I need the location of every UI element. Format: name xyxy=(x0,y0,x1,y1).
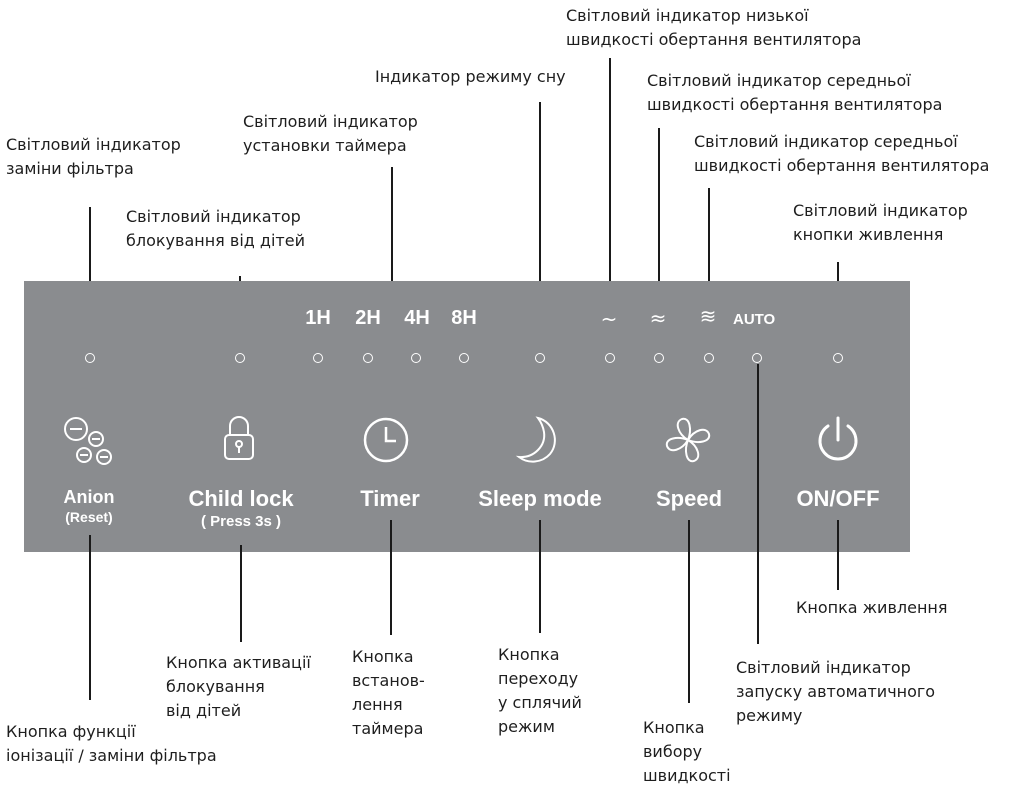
leader-high-speed-led xyxy=(708,188,710,308)
child-lock-label: Child lock xyxy=(188,486,294,511)
timer-level-2h: 2H xyxy=(355,307,381,329)
annotation-anion-button: Кнопка функції іонізації / заміни фільтр… xyxy=(6,722,217,765)
mid-speed-led xyxy=(654,353,664,363)
leader-filter-led xyxy=(89,207,91,321)
leader-low-speed-led xyxy=(609,58,611,318)
fan-icon xyxy=(665,417,711,463)
leader-power-button xyxy=(837,520,839,590)
filter-led xyxy=(85,353,95,363)
power-label: ON/OFF xyxy=(796,486,880,511)
speed-label: Speed xyxy=(655,486,723,511)
leader-speed-button xyxy=(688,520,690,703)
low-speed-led xyxy=(605,353,615,363)
annotation-power-led: Світловий індикатор кнопки живлення xyxy=(793,201,968,244)
leader-child-lock-button xyxy=(240,545,242,642)
annotation-timer-led: Світловий індикатор установки таймера xyxy=(243,112,418,155)
power-icon xyxy=(818,416,858,461)
power-button[interactable]: ON/OFF xyxy=(796,486,879,512)
leader-timer-button xyxy=(390,520,392,635)
clock-icon xyxy=(363,417,409,463)
leader-auto-led xyxy=(757,364,759,644)
annotation-low-speed-led: Світловий індикатор низької швидкості об… xyxy=(566,6,862,49)
crescent-moon-icon xyxy=(515,416,556,463)
sleep-mode-label: Sleep mode xyxy=(478,486,602,511)
annotation-filter-led: Світловий індикатор заміни фільтра xyxy=(6,135,181,178)
child-lock-led xyxy=(235,353,245,363)
anion-reset-button[interactable]: Anion (Reset) xyxy=(64,487,115,525)
mid-speed-icon: ≈ xyxy=(649,306,667,330)
annotation-timer-button: Кнопка встанов- лення таймера xyxy=(352,647,425,738)
child-lock-sublabel: ( Press 3s ) xyxy=(200,513,282,530)
annotation-power-button: Кнопка живлення xyxy=(796,598,948,617)
high-speed-icon: ≋ xyxy=(699,304,717,328)
annotation-high-speed-led: Світловий індикатор середньої швидкості … xyxy=(694,132,990,175)
auto-led xyxy=(752,353,762,363)
anion-label: Anion xyxy=(63,487,115,507)
annotation-child-lock-button: Кнопка активації блокування від дітей xyxy=(166,653,311,720)
timer-led-8h xyxy=(459,353,469,363)
child-lock-button[interactable]: Child lock ( Press 3s ) xyxy=(188,486,293,530)
leader-sleep-led xyxy=(539,102,541,338)
timer-label: Timer xyxy=(360,486,420,511)
annotation-sleep-led: Індикатор режиму сну xyxy=(375,67,566,86)
sleep-led xyxy=(535,353,545,363)
power-led xyxy=(833,353,843,363)
high-speed-led xyxy=(704,353,714,363)
timer-level-8h: 8H xyxy=(451,307,477,329)
ion-molecules-icon xyxy=(64,417,112,465)
anion-reset-sublabel: (Reset) xyxy=(65,509,113,525)
control-panel xyxy=(24,281,910,552)
timer-level-1h: 1H xyxy=(305,307,331,329)
leader-timer-led xyxy=(391,167,393,303)
annotation-mid-speed-led: Світловий індикатор середньої швидкості … xyxy=(647,71,943,114)
speed-button[interactable]: Speed xyxy=(656,486,722,512)
timer-led-4h xyxy=(411,353,421,363)
annotation-speed-button: Кнопка вибору швидкості xyxy=(643,718,731,785)
annotation-sleep-button: Кнопка переходу у сплячий режим xyxy=(498,645,582,736)
sleep-mode-button[interactable]: Sleep mode xyxy=(478,486,601,512)
annotation-auto-led: Світловий індикатор запуску автоматичног… xyxy=(736,658,936,725)
padlock-icon xyxy=(224,416,254,460)
annotation-child-lock-led: Світловий індикатор блокування від дітей xyxy=(126,207,305,250)
low-speed-icon: ~ xyxy=(600,307,618,331)
timer-button[interactable]: Timer xyxy=(360,486,420,512)
auto-label: AUTO xyxy=(733,311,776,328)
leader-sleep-button xyxy=(539,520,541,633)
timer-led-2h xyxy=(363,353,373,363)
timer-level-4h: 4H xyxy=(404,307,430,329)
timer-led-1h xyxy=(313,353,323,363)
leader-anion-button xyxy=(89,535,91,700)
leader-mid-speed-led xyxy=(658,128,660,308)
